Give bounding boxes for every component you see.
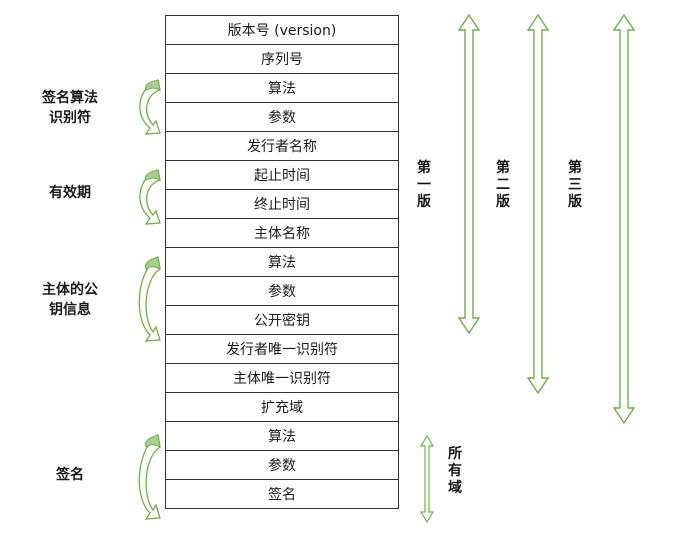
- field-subject-unique-id: 主体唯一识别符: [165, 363, 399, 393]
- field-issuer-name: 发行者名称: [165, 131, 399, 161]
- label-subject-public-key-info: 主体的公 钥信息: [42, 282, 98, 318]
- field-issuer-unique-id: 发行者唯一识别符: [165, 334, 399, 364]
- label-version-1: 第 一 版: [417, 160, 431, 210]
- version-3-arrow: [612, 13, 636, 425]
- label-signature-algorithm-id: 签名算法 识别符: [42, 90, 98, 126]
- field-pubkey-parameters: 参数: [165, 276, 399, 306]
- label-version-3: 第 三 版: [568, 160, 582, 210]
- field-sig-algorithm: 算法: [165, 73, 399, 103]
- field-signature: 签名: [165, 479, 399, 509]
- label-validity: 有效期: [49, 185, 91, 201]
- field-not-after: 终止时间: [165, 189, 399, 219]
- label-version-2: 第 二 版: [496, 160, 510, 210]
- field-version: 版本号 (version): [165, 15, 399, 45]
- certificate-field-stack: 版本号 (version) 序列号 算法 参数 发行者名称 起止时间 终止时间 …: [165, 15, 399, 509]
- label-signature: 签名: [56, 467, 84, 483]
- group-arrow-subject-pubkey: [138, 256, 161, 342]
- version-2-arrow: [526, 13, 550, 395]
- all-fields-arrow: [419, 434, 435, 524]
- group-arrow-sig-algo-id: [139, 79, 161, 135]
- label-all-fields: 所 有 域: [448, 446, 462, 496]
- group-arrow-validity: [139, 169, 161, 225]
- version-1-arrow: [457, 13, 481, 335]
- group-arrow-signature: [138, 434, 161, 520]
- field-extensions: 扩充域: [165, 392, 399, 422]
- field-signature-algorithm: 算法: [165, 421, 399, 451]
- field-signature-parameters: 参数: [165, 450, 399, 480]
- field-not-before: 起止时间: [165, 160, 399, 190]
